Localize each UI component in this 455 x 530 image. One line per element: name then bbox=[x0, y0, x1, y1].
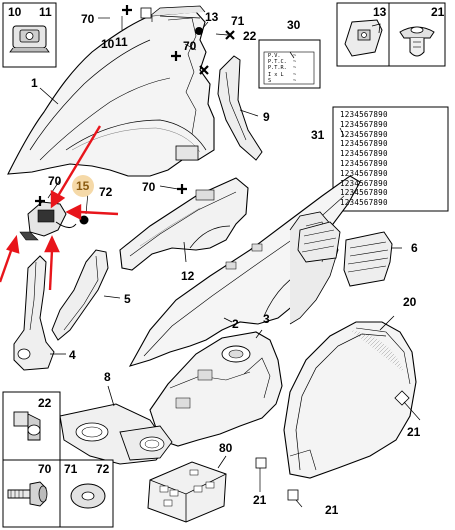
clip-13-icon bbox=[344, 19, 383, 57]
block-part-80 bbox=[147, 461, 227, 523]
callout-21: 21 bbox=[325, 503, 339, 517]
callout-11: 11 bbox=[115, 35, 128, 49]
plus-mark-icons bbox=[35, 5, 187, 206]
pillar-trim-part-9 bbox=[217, 55, 263, 161]
callout-13: 13 bbox=[205, 10, 219, 24]
callout-10-inset: 10 bbox=[8, 5, 22, 19]
highlight-circle-15 bbox=[72, 175, 94, 197]
wheel-arch-liner-part-20 bbox=[283, 321, 417, 479]
callout-8: 8 bbox=[104, 370, 111, 384]
callout-1: 1 bbox=[31, 76, 38, 90]
callout-13-inset: 13 bbox=[373, 5, 387, 19]
push-rivet-21-icon bbox=[399, 26, 435, 57]
callout-5: 5 bbox=[124, 292, 131, 306]
nut-22-icon bbox=[13, 411, 41, 441]
callout-70: 70 bbox=[38, 462, 52, 476]
square-marker-icon bbox=[255, 457, 267, 469]
red-arrow-icons bbox=[0, 125, 119, 291]
callout-31: 31 bbox=[311, 128, 325, 142]
bolt-70-icon bbox=[7, 481, 48, 507]
callout-12: 12 bbox=[181, 269, 195, 283]
callout-21: 21 bbox=[253, 493, 267, 507]
callout-30: 30 bbox=[287, 18, 301, 32]
square-marker-icon bbox=[394, 390, 410, 406]
bracket-part-5 bbox=[51, 249, 109, 341]
callout-4: 4 bbox=[69, 348, 76, 362]
callout-3: 3 bbox=[263, 312, 270, 326]
callout-11-inset: 11 bbox=[39, 5, 52, 19]
callout-72: 72 bbox=[96, 462, 110, 476]
callout-70: 70 bbox=[81, 12, 95, 26]
callout-22: 22 bbox=[243, 29, 257, 43]
reinforcement-part-6 bbox=[297, 221, 393, 287]
callout-71: 71 bbox=[231, 14, 245, 28]
callout-21-inset: 21 bbox=[431, 5, 445, 19]
bolt-71-dot-icon bbox=[195, 27, 203, 35]
square-marker-icon bbox=[140, 7, 152, 19]
callout-9: 9 bbox=[263, 110, 270, 124]
callout-80: 80 bbox=[219, 441, 233, 455]
plate-part-8 bbox=[59, 403, 173, 465]
label-31-text: 1234567890 1234567890 1234567890 1234567… bbox=[340, 110, 388, 208]
callout-15: 15 bbox=[76, 179, 90, 193]
callout-2: 2 bbox=[232, 317, 239, 331]
label-30-text: P.V. ~ P.T.C. ~ P.T.R. ~ I x L ~ S ~ bbox=[268, 53, 297, 84]
square-marker-icon bbox=[287, 489, 299, 501]
front-wing-part-1 bbox=[7, 5, 215, 177]
callout-70: 70 bbox=[142, 180, 156, 194]
bolt-72-dot-icon bbox=[79, 215, 89, 225]
callout-10: 10 bbox=[101, 37, 115, 51]
callout-70: 70 bbox=[183, 39, 197, 53]
callout-71: 71 bbox=[64, 462, 78, 476]
callout-21: 21 bbox=[407, 425, 421, 439]
clip-10-11-icon bbox=[9, 25, 50, 53]
inner-apron-part-12 bbox=[119, 177, 249, 271]
callout-20: 20 bbox=[403, 295, 417, 309]
callout-6: 6 bbox=[411, 241, 418, 255]
highlighted-part-15 bbox=[19, 201, 77, 241]
callout-72: 72 bbox=[99, 185, 113, 199]
washer-71-72-icon bbox=[70, 483, 106, 509]
floor-assembly-part-3 bbox=[149, 331, 283, 447]
bracket-part-4 bbox=[13, 255, 55, 371]
callout-22: 22 bbox=[38, 396, 52, 410]
callout-70: 70 bbox=[48, 174, 62, 188]
cross-mark-icons bbox=[199, 30, 235, 75]
leader-lines bbox=[47, 15, 421, 508]
